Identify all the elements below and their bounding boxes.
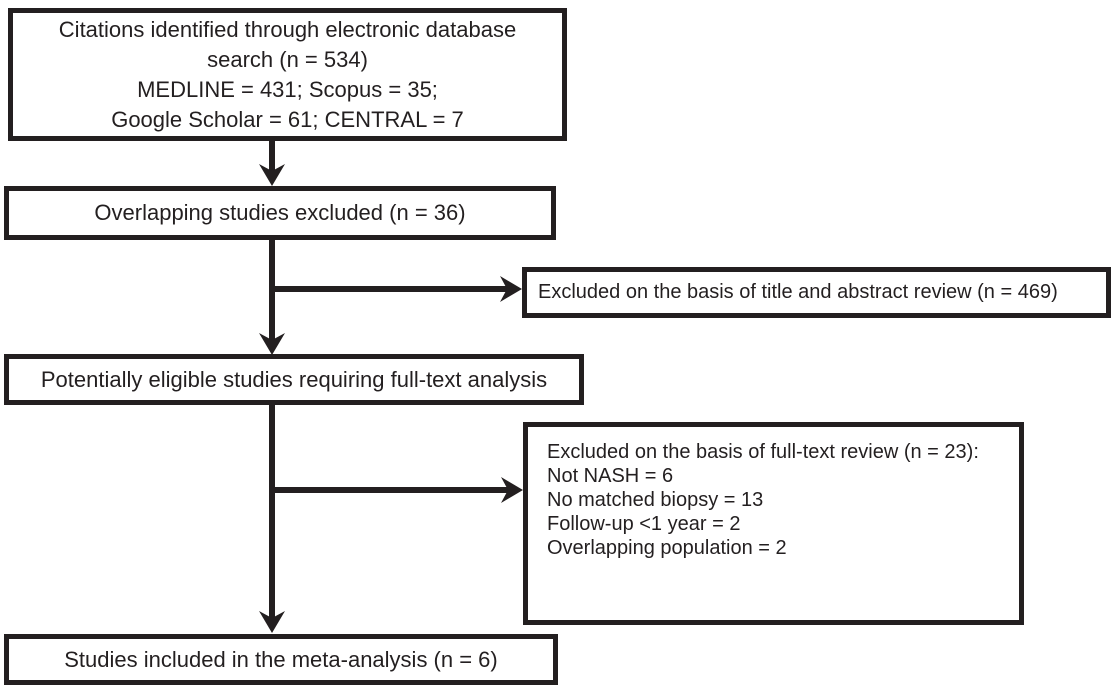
arrow-branch-title-abstract: [269, 276, 522, 302]
arrowhead-down-icon: [259, 611, 285, 633]
box-title-abstract-excluded: Excluded on the basis of title and abstr…: [522, 267, 1111, 318]
fulltext-excluded-text: Excluded on the basis of full-text revie…: [547, 441, 979, 559]
arrow-overlapping-to-eligible: [259, 235, 285, 355]
title-abstract-excluded-text: Excluded on the basis of title and abstr…: [538, 281, 1058, 303]
box-studies-included: Studies included in the meta-analysis (n…: [4, 634, 558, 685]
arrowhead-down-icon: [259, 164, 285, 186]
potentially-eligible-text: Potentially eligible studies requiring f…: [40, 366, 548, 392]
arrowhead-down-icon: [259, 333, 285, 355]
arrowhead-right-icon: [501, 477, 523, 503]
arrow-branch-fulltext: [269, 477, 523, 503]
citations-text: Citations identified through electronic …: [58, 16, 517, 132]
box-citations-identified: Citations identified through electronic …: [8, 8, 567, 141]
box-fulltext-excluded: Excluded on the basis of full-text revie…: [523, 422, 1024, 625]
arrowhead-right-icon: [500, 276, 522, 302]
overlapping-excluded-text: Overlapping studies excluded (n = 36): [94, 200, 466, 226]
arrow-eligible-to-included: [259, 400, 285, 633]
arrow-citations-to-overlapping: [259, 135, 285, 186]
studies-included-text: Studies included in the meta-analysis (n…: [64, 646, 498, 672]
box-potentially-eligible: Potentially eligible studies requiring f…: [4, 354, 584, 405]
box-overlapping-excluded: Overlapping studies excluded (n = 36): [4, 186, 556, 240]
